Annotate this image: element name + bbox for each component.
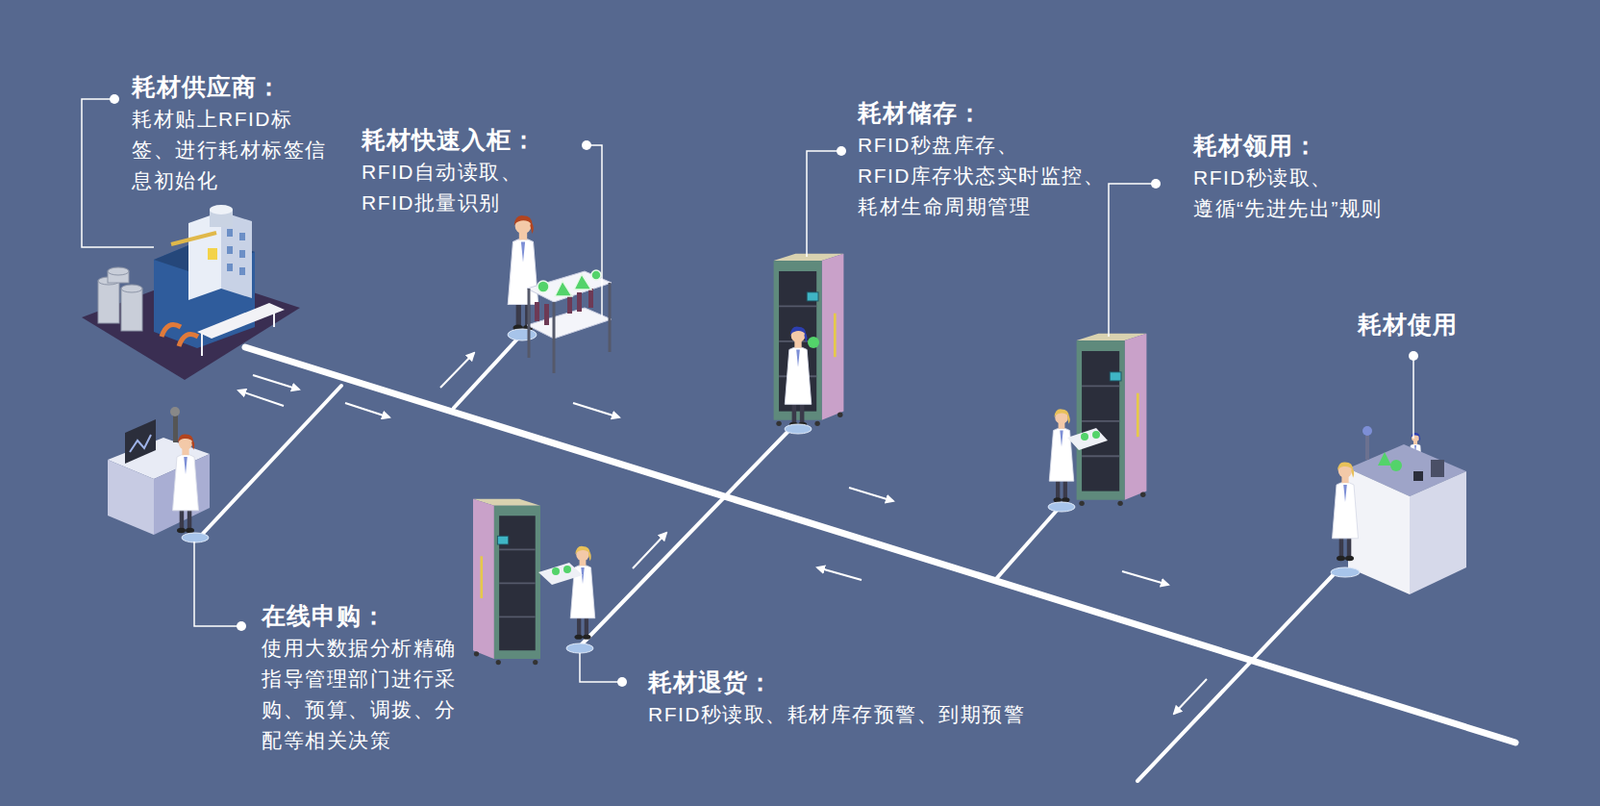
stage-description: RFID秒读取、遵循“先进先出”规则 [1193,162,1425,225]
stage-block: 耗材供应商：耗材贴上RFID标签、进行耗材标签信息初始化 [131,71,338,197]
stage-description: RFID秒盘库存、RFID库存状态实时监控、耗材生命周期管理 [857,129,1113,223]
stage-block: 耗材退货：RFID秒读取、耗材库存预警、到期预警 [648,666,1054,730]
stage-block: 耗材领用：RFID秒读取、遵循“先进先出”规则 [1193,129,1426,225]
stage-heading: 耗材领用： [1193,129,1426,161]
stage-block: 在线申购：使用大数据分析精确指导管理部门进行采购、预算、调拨、分配等相关决策 [261,600,462,756]
stage-description: 使用大数据分析精确指导管理部门进行采购、预算、调拨、分配等相关决策 [261,632,460,756]
stage-heading: 耗材退货： [648,666,1054,698]
stage-block: 耗材快速入柜：RFID自动读取、RFID批量识别 [361,124,542,219]
stage-heading: 耗材储存： [857,97,1115,128]
stage-heading: 耗材供应商： [131,71,338,102]
stage-description: 耗材贴上RFID标签、进行耗材标签信息初始化 [131,103,336,197]
stage-description: RFID秒读取、耗材库存预警、到期预警 [648,699,1052,730]
stage-heading: 耗材使用 [1357,308,1460,340]
stage-description: RFID自动读取、RFID批量识别 [361,156,540,219]
stage-block: 耗材储存：RFID秒盘库存、RFID库存状态实时监控、耗材生命周期管理 [857,97,1115,223]
stage-block: 耗材使用 [1357,308,1460,342]
stage-heading: 在线申购： [261,600,462,631]
stage-heading: 耗材快速入柜： [361,124,542,155]
